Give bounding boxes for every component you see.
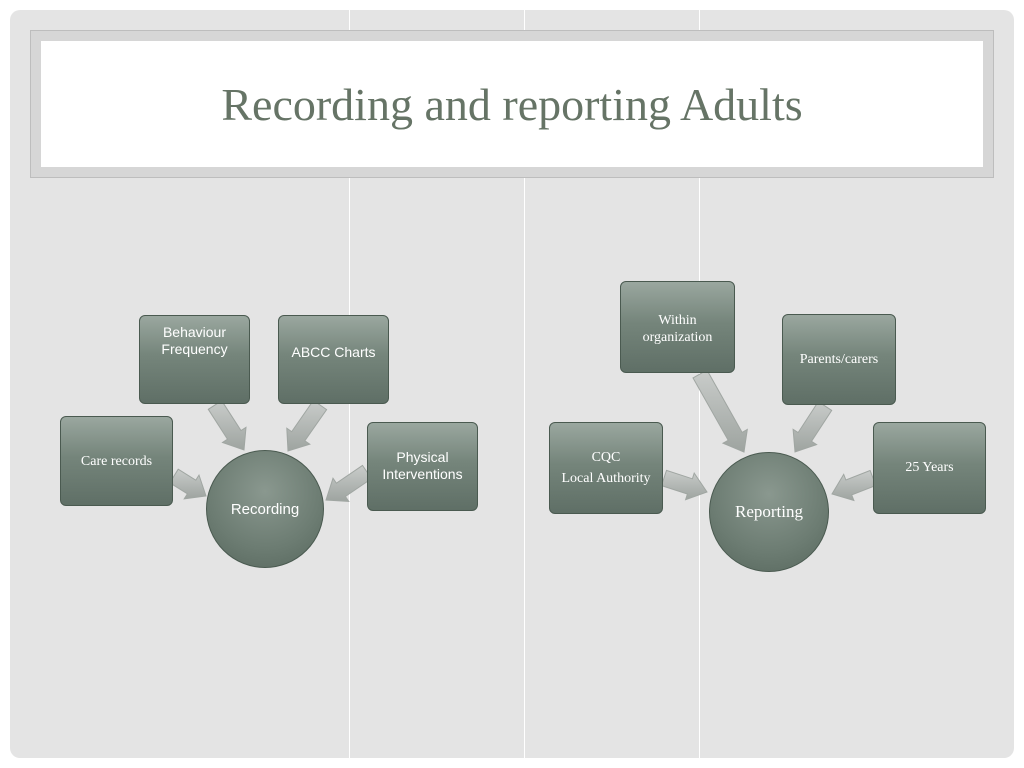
twenty-five-years-node: 25 Years xyxy=(873,422,986,514)
within-organization-node: Within organization xyxy=(620,281,735,373)
node-label-line: Physical xyxy=(396,449,449,465)
node-label: 25 Years xyxy=(905,460,954,475)
arrow-within-to-reporting xyxy=(692,369,748,453)
arrows-layer xyxy=(169,369,877,502)
node-label-line: CQC xyxy=(591,450,621,465)
arrow-25years-to-reporting xyxy=(831,469,877,502)
physical-interventions-node: Physical Interventions xyxy=(367,422,478,511)
slide: Recording and reporting Adults Behaviour… xyxy=(10,10,1014,758)
parents-carers-node: Parents/carers xyxy=(782,314,896,405)
title-box: Recording and reporting Adults xyxy=(41,41,983,167)
arrow-care-to-recording xyxy=(169,468,207,500)
node-label-line: Frequency xyxy=(161,341,228,357)
arrow-behaviour-to-recording xyxy=(207,400,247,451)
recording-center-node: Recording xyxy=(206,450,324,568)
arrow-abcc-to-recording xyxy=(286,399,328,452)
node-label: Care records xyxy=(80,453,153,469)
node-label-line: organization xyxy=(642,330,713,345)
slide-title: Recording and reporting Adults xyxy=(221,78,803,130)
abcc-charts-node: ABCC Charts xyxy=(278,315,389,404)
background-stripe-line xyxy=(524,10,525,758)
node-label-line: Interventions xyxy=(382,466,463,482)
node-label-line: Local Authority xyxy=(561,471,651,486)
arrow-cqc-to-reporting xyxy=(660,469,708,501)
node-label-line: Behaviour xyxy=(162,324,227,340)
node-label: Parents/carers xyxy=(799,352,879,367)
arrow-physical-to-recording xyxy=(325,464,373,502)
center-label: Recording xyxy=(230,500,300,518)
behaviour-frequency-node: Behaviour Frequency xyxy=(139,315,250,404)
cqc-local-authority-node: CQC Local Authority xyxy=(549,422,663,514)
title-frame: Recording and reporting Adults xyxy=(30,30,994,178)
arrow-parents-to-reporting xyxy=(792,400,833,453)
reporting-center-node: Reporting xyxy=(709,452,829,572)
care-records-node: Care records xyxy=(60,416,173,506)
center-label: Reporting xyxy=(735,502,803,521)
node-label-line: Within xyxy=(658,313,697,328)
node-label: ABCC Charts xyxy=(291,344,376,360)
